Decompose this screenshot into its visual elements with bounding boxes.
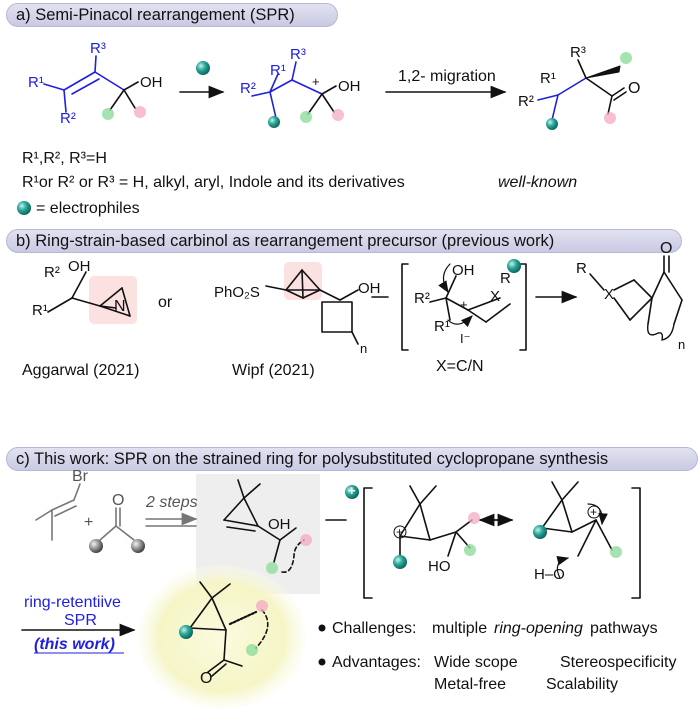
b-prod-n: n xyxy=(678,337,686,352)
cation-left-c xyxy=(399,485,473,559)
b-int-r: R xyxy=(500,270,511,287)
section-c-header: c) This work: SPR on the strained ring f… xyxy=(6,447,698,471)
c-two-steps: 2 steps xyxy=(146,494,198,511)
bracket-left-c xyxy=(363,487,373,599)
bicyclic-cation-b xyxy=(429,263,511,328)
pink-balls xyxy=(134,106,616,612)
b-int-x: X xyxy=(490,288,501,305)
b-wipf: Wipf (2021) xyxy=(232,362,315,379)
b-prod-r: R xyxy=(576,260,587,277)
cation-intermediate xyxy=(251,61,337,119)
c-adv3: Metal-free xyxy=(434,676,507,693)
c-product-o: O xyxy=(200,670,213,687)
a-o-prod: O xyxy=(628,80,641,97)
b-oh: OH xyxy=(68,258,91,275)
wipf-structure xyxy=(265,269,359,345)
c-oh: OH xyxy=(268,516,291,533)
bullet-challenges xyxy=(318,624,326,632)
c-spr: SPR xyxy=(64,612,97,629)
c-electrophile-plus: + xyxy=(348,483,356,498)
b-prod-o: O xyxy=(660,240,673,257)
b-n-sub: n xyxy=(360,341,368,356)
c-ho: HO xyxy=(428,558,451,575)
c-adv2: Stereospecificity xyxy=(560,654,677,671)
b-pho2s: PhO₂S xyxy=(214,284,260,301)
a-r1-sm: R¹ xyxy=(28,74,44,91)
cyclopropene-carbinol xyxy=(223,479,305,573)
b-int-r2: R² xyxy=(414,290,430,307)
aggarwal-structure xyxy=(47,271,131,317)
b-or: or xyxy=(158,294,173,311)
a-arrow-label: 1,2- migration xyxy=(398,68,496,85)
c-cation-plus-2: + xyxy=(590,505,598,519)
b-int-r1: R¹ xyxy=(434,318,450,335)
a-oh-int: OH xyxy=(338,78,361,95)
electrophile-balls xyxy=(17,61,558,639)
c-plus: + xyxy=(84,514,94,531)
starting-alkene xyxy=(43,55,139,113)
b-int-oh: OH xyxy=(452,262,475,279)
section-b-header: b) Ring-strain-based carbinol as rearran… xyxy=(6,229,682,253)
a-oh-sm: OH xyxy=(140,74,163,91)
a-r1-int: R¹ xyxy=(270,62,286,79)
b-aggarwal: Aggarwal (2021) xyxy=(22,362,140,379)
cation-right-c xyxy=(541,481,613,579)
a-line2-tail: well-known xyxy=(498,174,578,191)
aziridine-highlight xyxy=(89,276,137,324)
c-adv1: Wide scope xyxy=(434,654,518,671)
a-r1-prod: R¹ xyxy=(540,70,556,87)
a-line3: = electrophiles xyxy=(36,200,140,217)
a-r2-prod: R² xyxy=(518,93,534,110)
c-challenges-tail: pathways xyxy=(590,620,658,637)
vinyl-bromide xyxy=(35,483,81,541)
c-this-work: (this work) xyxy=(34,636,115,653)
b-n: N xyxy=(114,298,126,315)
ketone-product-a xyxy=(537,59,627,121)
cation-plus-marks xyxy=(393,505,601,539)
b-xcn: X=C/N xyxy=(436,358,484,375)
a-r3-int: R³ xyxy=(290,46,306,63)
a-plus: + xyxy=(312,74,320,89)
green-balls xyxy=(102,52,632,656)
c-ring-retentive: ring-retentiive xyxy=(24,594,121,611)
b-r2: R² xyxy=(44,264,60,281)
b-prod-x: X xyxy=(604,286,615,303)
c-ketone-o: O xyxy=(112,492,125,509)
b-r1: R¹ xyxy=(32,302,48,319)
a-r3-prod: R³ xyxy=(570,44,586,61)
b-oh-wipf: OH xyxy=(358,280,381,297)
bracket-right-b xyxy=(519,263,527,351)
c-adv4: Scalability xyxy=(546,676,619,693)
a-r2-sm: R² xyxy=(60,110,76,127)
bullet-advantages xyxy=(318,658,326,666)
a-line2: R¹or R² or R³ = H, alkyl, aryl, Indole a… xyxy=(22,174,405,191)
a-r3-sm: R³ xyxy=(90,40,106,57)
c-advantages-label: Advantages: xyxy=(332,654,421,671)
c-br: Br xyxy=(72,468,88,485)
c-challenges-label: Challenges: xyxy=(332,620,417,637)
c-challenges-italic: ring-opening xyxy=(494,620,583,637)
cyclopropane-product xyxy=(189,581,269,677)
product-glow xyxy=(138,565,306,709)
ketone-reagent xyxy=(99,507,135,541)
b-iodide: I⁻ xyxy=(460,331,471,346)
section-a-header: a) Semi-Pinacol rearrangement (SPR) xyxy=(6,3,338,27)
bracket-left-b xyxy=(401,263,409,351)
c-h-o: H–O xyxy=(534,566,565,583)
grey-balls xyxy=(89,539,145,553)
b-int-plus: + xyxy=(460,297,468,312)
c-cation-plus-1: + xyxy=(396,525,404,539)
a-r2-int: R² xyxy=(240,80,256,97)
bracket-right-c xyxy=(631,487,641,599)
spiro-product-b xyxy=(589,255,683,341)
a-line1: R¹,R², R³=H xyxy=(22,150,107,167)
c-challenges-text: multiple xyxy=(432,620,488,637)
